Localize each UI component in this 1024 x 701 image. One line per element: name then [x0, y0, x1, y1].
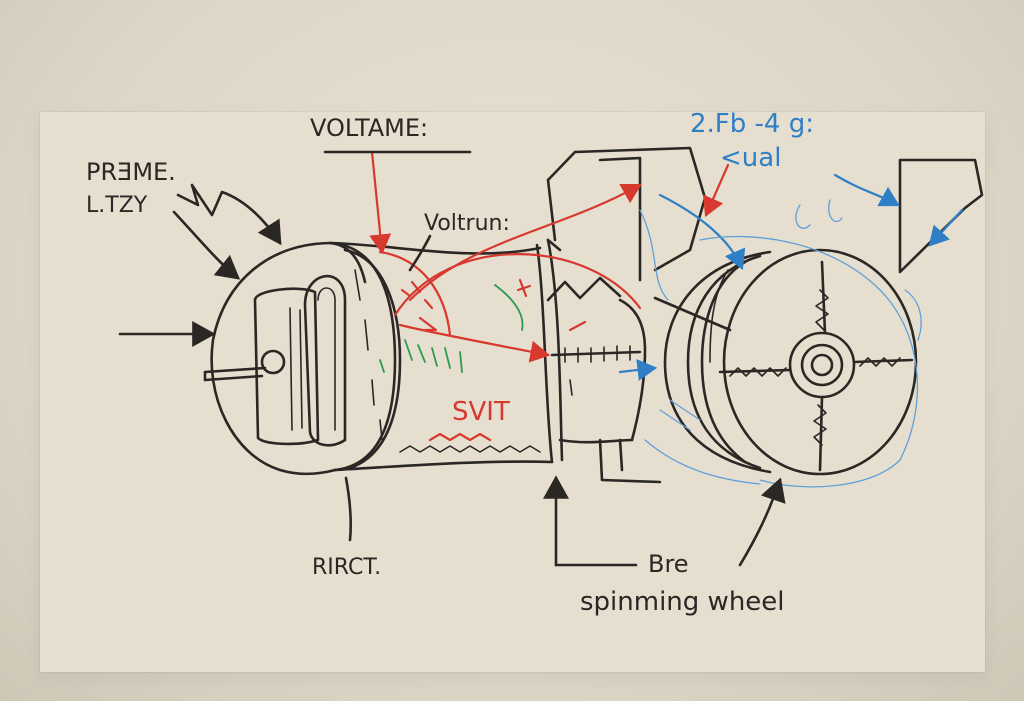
drum-body: [328, 241, 554, 472]
red-annotations: [369, 150, 730, 442]
label-bottom-right-line2: spinming wheel: [580, 587, 785, 617]
label-svit: SVIT: [452, 397, 510, 427]
label-voltage-mid: Voltrun:: [424, 211, 510, 236]
middle-housing: [535, 146, 707, 484]
left-end-cap: [203, 241, 367, 476]
label-top-right-line1: 2.Fb -4 g:: [690, 109, 814, 139]
label-voltage-top: VOLTAME:: [310, 114, 428, 142]
label-frame-line1: PRƎME.: [86, 158, 176, 186]
label-top-right-line2: <ual: [720, 143, 781, 173]
label-bottom-right-line1: Bre: [648, 550, 689, 578]
blue-annotations: [618, 173, 964, 488]
label-frame-line2: L.TZY: [86, 193, 148, 218]
diagram-labels: VOLTAME: PRƎME. L.TZY Voltrun: 2.Fb -4 g…: [86, 109, 814, 617]
top-right-bracket: [898, 158, 984, 274]
green-annotations: [379, 284, 524, 373]
leader-arrows: [118, 150, 786, 567]
spinning-wheel: [653, 248, 918, 476]
label-bottom-left: RIRCT.: [312, 555, 381, 580]
